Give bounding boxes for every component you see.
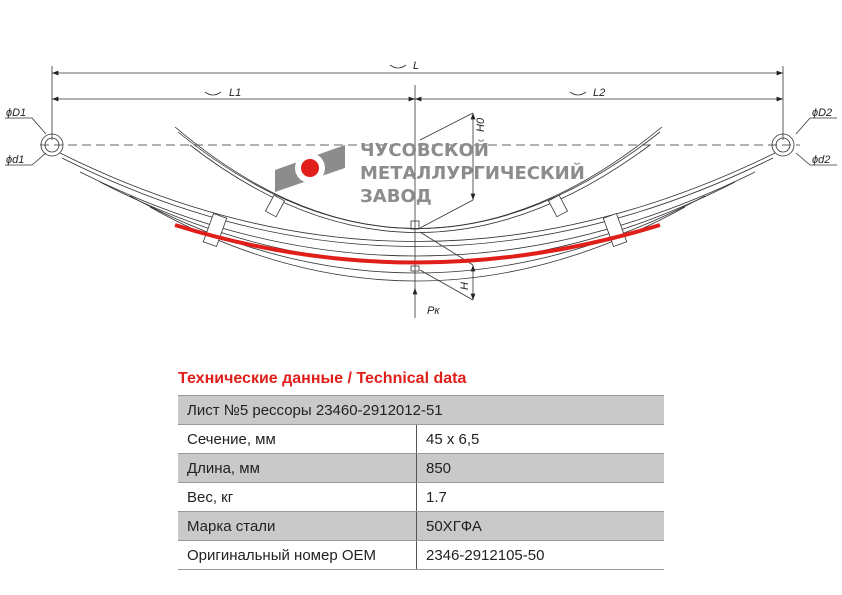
specs-title: Технические данные / Technical data: [178, 370, 467, 387]
row-value: 45 x 6,5: [416, 424, 664, 454]
specs-table: Лист №5 рессоры 23460-2912012-51 Сечение…: [178, 395, 664, 570]
row-label: Сечение, мм: [178, 424, 417, 454]
label-P: Pк: [427, 305, 440, 317]
logo-line-3: ЗАВОД: [360, 186, 432, 207]
highlighted-leaf-5: [174, 223, 661, 265]
label-L2: L2: [593, 87, 605, 99]
row-value: 2346-2912105-50: [416, 540, 664, 570]
label-d2: ϕd2: [812, 154, 830, 166]
row-label: Марка стали: [178, 511, 417, 541]
label-D1: ϕD1: [6, 107, 26, 119]
row-label: Вес, кг: [178, 482, 417, 512]
label-L1: L1: [229, 87, 241, 99]
logo-line-1: ЧУСОВСКОЙ: [360, 139, 489, 161]
label-d1: ϕd1: [6, 154, 24, 166]
row-value: 1.7: [416, 482, 664, 512]
leaf-spring-drawing: L L1 L2 ϕD1 ϕd1 ϕD2 ϕd2 H0 H Pк ЧУСОВСКО…: [5, 60, 837, 318]
row-value: 50ХГФА: [416, 511, 664, 541]
label-H: H: [459, 282, 471, 290]
logo-line-2: МЕТАЛЛУРГИЧЕСКИЙ: [360, 162, 585, 184]
company-logo: ЧУСОВСКОЙ МЕТАЛЛУРГИЧЕСКИЙ ЗАВОД: [275, 139, 585, 207]
label-L: L: [413, 60, 419, 72]
label-D2: ϕD2: [812, 107, 832, 119]
table-header-row: Лист №5 рессоры 23460-2912012-51: [178, 395, 664, 425]
table-header: Лист №5 рессоры 23460-2912012-51: [178, 395, 664, 425]
label-H0: H0: [475, 117, 487, 132]
row-label: Оригинальный номер OEM: [178, 540, 417, 570]
row-value: 850: [416, 453, 664, 483]
row-label: Длина, мм: [178, 453, 417, 483]
